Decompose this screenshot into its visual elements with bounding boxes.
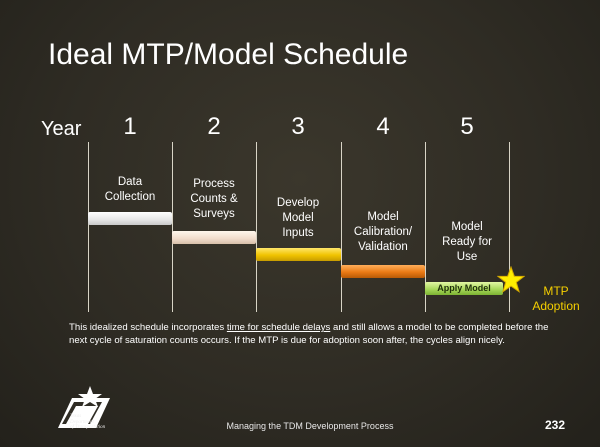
timeline-divider <box>341 142 342 312</box>
year-3: 3 <box>291 113 305 140</box>
description-text: This idealized schedule incorporates tim… <box>69 322 549 346</box>
timeline-divider <box>425 142 426 312</box>
timeline-divider <box>256 142 257 312</box>
timeline-divider <box>172 142 173 312</box>
star-icon <box>497 266 525 293</box>
slide-title: Ideal MTP/Model Schedule <box>48 38 409 71</box>
phase-label-develop-inputs: Develop Model Inputs <box>276 197 320 239</box>
phase-label-process-counts: Process Counts & Surveys <box>190 178 238 220</box>
timeline-divider <box>509 142 510 312</box>
gantt-bar-apply-model: Apply Model <box>425 282 503 295</box>
year-1: 1 <box>123 113 137 140</box>
year-5: 5 <box>460 113 474 140</box>
phase-label-model-ready: Model Ready for Use <box>442 221 492 263</box>
logo-text: Texas Department of Transportation <box>70 414 106 430</box>
mtp-adoption-label: MTP Adoption <box>532 284 580 313</box>
highlight-text: time for schedule delays <box>226 322 331 333</box>
gantt-bar-develop-inputs <box>256 248 341 261</box>
gantt-bar-data-collection <box>88 212 172 225</box>
year-label: Year <box>41 118 82 140</box>
year-2: 2 <box>207 113 221 140</box>
gantt-bar-process-counts <box>172 231 256 244</box>
timeline-divider <box>88 142 89 312</box>
year-4: 4 <box>376 113 390 140</box>
phase-label-calibration: Model Calibration/ Validation <box>353 211 413 253</box>
page-number: 232 <box>545 418 566 432</box>
txdot-logo-icon <box>58 386 110 428</box>
footer-text: Managing the TDM Development Process <box>226 421 394 431</box>
gantt-bar-calibration <box>341 265 425 278</box>
phase-label-data-collection: Data Collection <box>104 176 156 203</box>
